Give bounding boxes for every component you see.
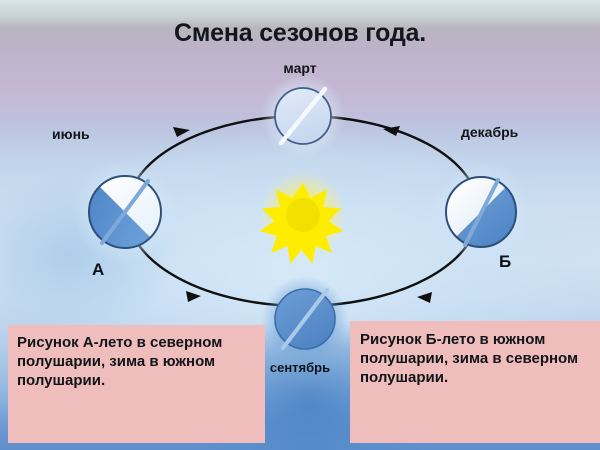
orbit-arrow-bottom-right: [417, 292, 432, 303]
label-position-a: А: [92, 260, 105, 279]
label-month-september: сентябрь: [269, 360, 331, 375]
earth-september-group: [262, 276, 348, 362]
label-month-december: декабрь: [461, 124, 519, 140]
earth-december-axis: [463, 178, 500, 247]
earth-september-axis: [281, 288, 329, 350]
label-month-june: июнь: [52, 126, 90, 142]
earth-march-axis: [278, 86, 328, 146]
earth-march-group: [261, 74, 345, 158]
sun-disc: [286, 198, 320, 232]
orbit-arrow-bottom-left: [186, 291, 201, 302]
slide-title: Смена сезонов года.: [174, 19, 426, 47]
earth-june-axis: [100, 179, 150, 245]
earth-june-sphere-outline: [88, 175, 162, 249]
earth-december-group: [431, 162, 531, 262]
sun-group: [259, 171, 347, 264]
earth-june-group: [73, 160, 177, 264]
label-position-b: Б: [499, 252, 512, 271]
caption-figure-b: Рисунок Б-лето в южном полушарии, зима в…: [350, 321, 600, 443]
label-month-march: март: [283, 60, 317, 76]
orbit-arrow-top-right: [383, 126, 400, 136]
earth-december-sphere-outline: [445, 176, 517, 248]
orbit-arrow-top-left: [173, 127, 190, 137]
caption-figure-a: Рисунок А-лето в северном полушарии, зим…: [8, 325, 265, 443]
